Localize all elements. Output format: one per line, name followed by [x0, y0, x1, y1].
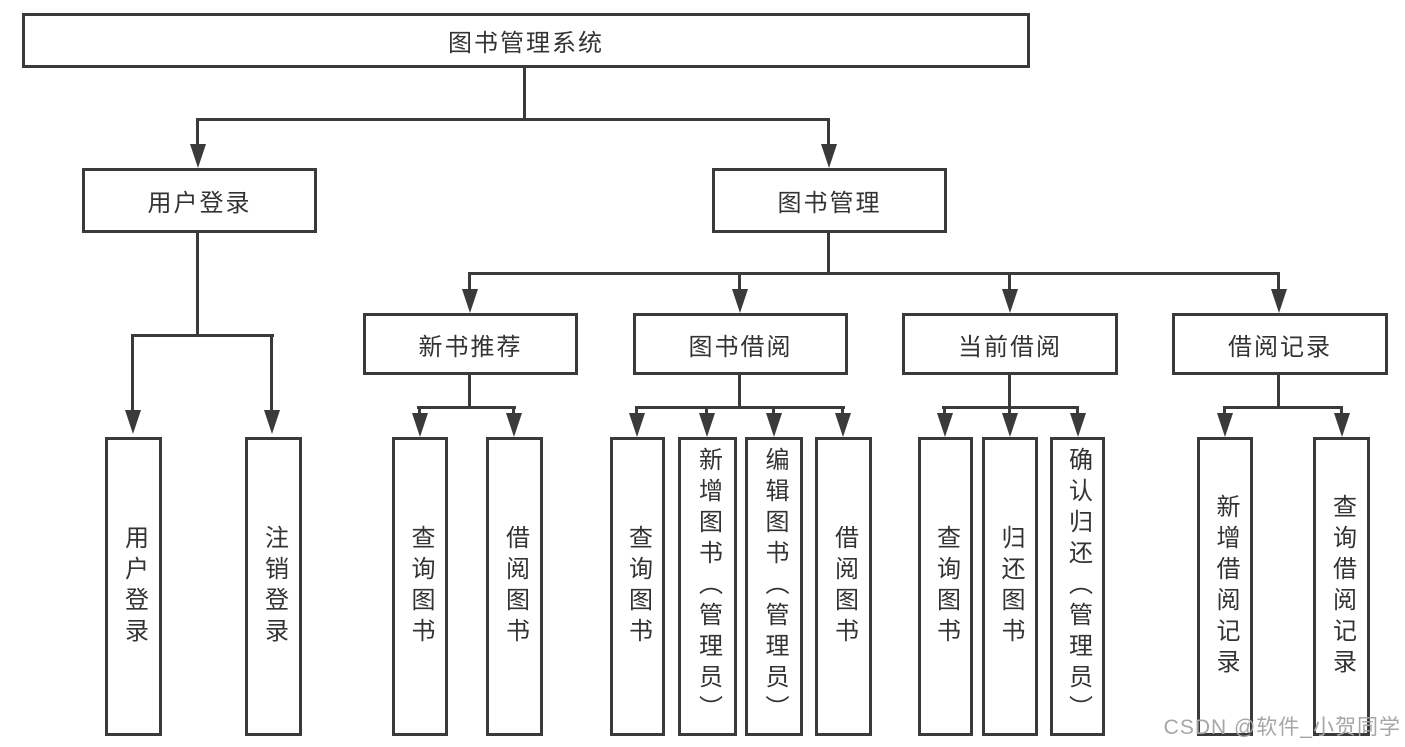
arrow-to-leaf-query-books-2 — [629, 413, 645, 437]
arrow-to-leaf-edit-book — [766, 413, 782, 437]
leaf-add-borrow-record: 新增借阅记录 — [1197, 437, 1253, 736]
arrow-to-leaf-borrow-books-2 — [835, 413, 851, 437]
arrow-to-book-borrowing — [732, 289, 748, 313]
connector-records-down-line — [1277, 375, 1280, 409]
node-book-borrowing: 图书借阅 — [633, 313, 848, 375]
connector-book-management-drop-line — [827, 118, 830, 148]
leaf-query-books-recommend: 查询图书 — [392, 437, 448, 736]
leaf-query-books-borrowing: 查询图书 — [610, 437, 665, 736]
leaf-logout: 注销登录 — [245, 437, 302, 736]
leaf-query-borrow-record: 查询借阅记录 — [1313, 437, 1370, 736]
connector-leaf-edit-book-line — [772, 406, 775, 416]
leaf-edit-book-admin: 编辑图书（管理员） — [745, 437, 803, 736]
arrow-to-leaf-add-record — [1217, 413, 1233, 437]
leaf-confirm-return-admin: 确认归还（管理员） — [1050, 437, 1105, 736]
leaf-borrow-books-borrowing: 借阅图书 — [815, 437, 872, 736]
arrow-to-leaf-confirm-return — [1070, 413, 1086, 437]
connector-recommend-down-line — [468, 375, 471, 409]
arrow-to-leaf-query-books-1 — [412, 413, 428, 437]
connector-leaf-return-line — [1008, 406, 1011, 416]
leaf-user-login: 用户登录 — [105, 437, 162, 736]
connector-level2-bar — [196, 118, 830, 121]
leaf-return-books: 归还图书 — [982, 437, 1038, 736]
leaf-borrow-books-recommend: 借阅图书 — [486, 437, 543, 736]
connector-leaf-query2-line — [635, 406, 638, 416]
csdn-watermark: CSDN @软件_小贺同学 — [1163, 716, 1401, 739]
connector-current-drop-line — [1008, 272, 1011, 292]
connector-leaf-query-record-line — [1340, 406, 1343, 416]
connector-leaf-query3-line — [943, 406, 946, 416]
connector-leaf-confirm-return-line — [1076, 406, 1079, 416]
connector-leaf-add-record-line — [1223, 406, 1226, 416]
connector-borrowing-down-line — [738, 375, 741, 409]
arrow-to-leaf-return-books — [1002, 413, 1018, 437]
connector-borrowing-drop-line — [738, 272, 741, 292]
arrow-to-leaf-query-record — [1334, 413, 1350, 437]
connector-records-drop-line — [1277, 272, 1280, 292]
connector-recommend-drop-line — [468, 272, 471, 292]
connector-leaf-borrow1-line — [512, 406, 515, 416]
arrow-to-leaf-borrow-books-1 — [506, 413, 522, 437]
node-library-management-system: 图书管理系统 — [22, 13, 1030, 68]
connector-borrowing-bar — [635, 406, 845, 409]
connector-leaf-user-login-line — [131, 334, 134, 414]
node-user-login: 用户登录 — [82, 168, 317, 233]
connector-level3-bar — [468, 272, 1280, 275]
node-current-borrowing: 当前借阅 — [902, 313, 1118, 375]
arrow-to-borrowing-records — [1271, 289, 1287, 313]
connector-book-management-down-line — [827, 233, 830, 275]
connector-user-login-bar — [131, 334, 274, 337]
arrow-to-leaf-logout — [264, 410, 280, 434]
connector-current-down-line — [1008, 375, 1011, 409]
arrow-to-leaf-add-book — [699, 413, 715, 437]
connector-leaf-add-book-line — [705, 406, 708, 416]
leaf-add-book-admin: 新增图书（管理员） — [678, 437, 737, 736]
node-borrowing-records: 借阅记录 — [1172, 313, 1388, 375]
arrow-to-leaf-query-books-3 — [937, 413, 953, 437]
arrow-to-book-management — [821, 144, 837, 168]
connector-user-login-drop-line — [196, 118, 199, 148]
arrow-to-leaf-user-login — [125, 410, 141, 434]
leaf-query-books-current: 查询图书 — [918, 437, 973, 736]
arrow-to-new-book-recommendation — [462, 289, 478, 313]
connector-recommend-bar — [417, 406, 516, 409]
arrow-to-current-borrowing — [1002, 289, 1018, 313]
connector-leaf-query1-line — [418, 406, 421, 416]
connector-root-down-line — [523, 68, 526, 121]
arrow-to-user-login — [190, 144, 206, 168]
node-new-book-recommendation: 新书推荐 — [363, 313, 578, 375]
node-book-management: 图书管理 — [712, 168, 947, 233]
connector-leaf-logout-line — [270, 334, 273, 414]
connector-user-login-down-line — [196, 233, 199, 337]
connector-records-bar — [1223, 406, 1343, 409]
connector-leaf-borrow2-line — [841, 406, 844, 416]
